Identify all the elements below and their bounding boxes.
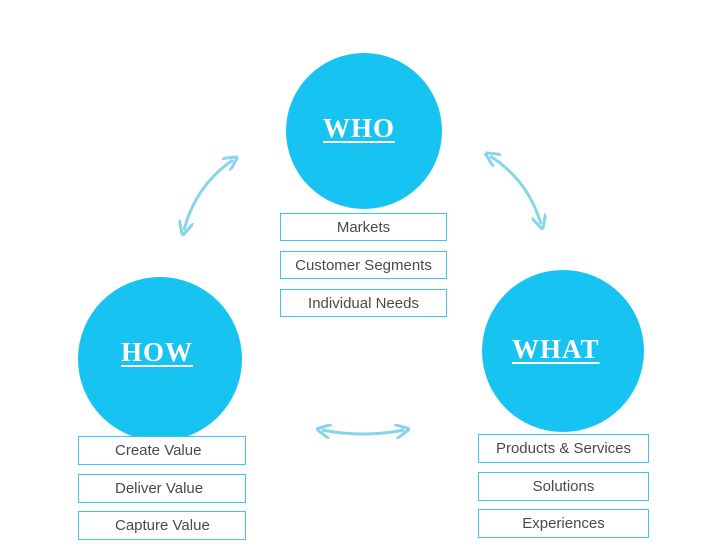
how-circle: HOW: [78, 277, 242, 441]
what-item-products-services: Products & Services: [478, 434, 649, 463]
arrow-who-what: [490, 156, 541, 224]
what-title: WHAT: [512, 334, 600, 364]
how-item-deliver-value: Deliver Value: [78, 474, 246, 503]
who-circle: WHO: [286, 53, 442, 209]
how-item-capture-value: Capture Value: [78, 511, 246, 540]
who-item-customer-segments: Customer Segments: [280, 251, 447, 279]
what-item-experiences: Experiences: [478, 509, 649, 538]
what-circle: WHAT: [482, 270, 644, 432]
who-title: WHO: [323, 113, 396, 143]
how-item-create-value: Create Value: [78, 436, 246, 465]
how-title: HOW: [121, 337, 194, 367]
arrow-how-what: [322, 430, 404, 434]
who-item-individual-needs: Individual Needs: [280, 289, 447, 317]
arrow-how-who: [184, 160, 233, 230]
who-item-markets: Markets: [280, 213, 447, 241]
what-item-solutions: Solutions: [478, 472, 649, 501]
